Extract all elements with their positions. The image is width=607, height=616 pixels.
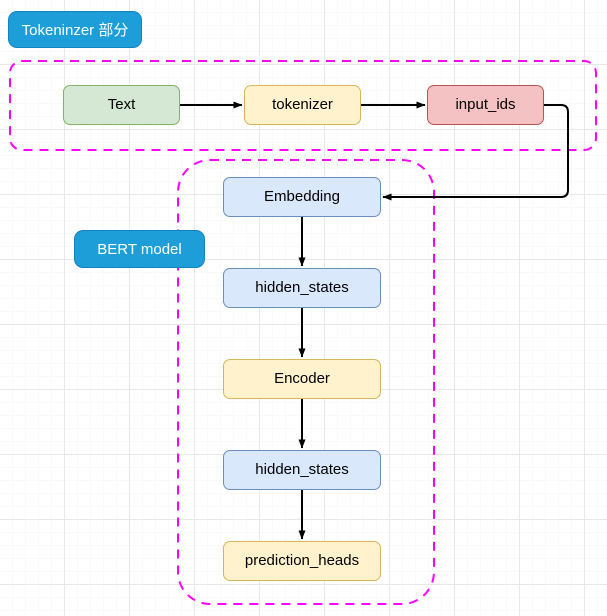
node-input-ids-label: input_ids (455, 95, 516, 113)
node-text[interactable]: Text (63, 85, 180, 125)
node-embedding-label: Embedding (264, 187, 340, 205)
node-hidden-states-2[interactable]: hidden_states (223, 450, 381, 490)
node-hidden-states-1-label: hidden_states (255, 278, 349, 296)
node-prediction-heads[interactable]: prediction_heads (223, 541, 381, 581)
badge-tokenizer-section[interactable]: Tokeninzer 部分 (8, 11, 142, 48)
badge-bert-label: BERT model (97, 240, 182, 258)
node-encoder[interactable]: Encoder (223, 359, 381, 399)
node-tokenizer-label: tokenizer (272, 95, 333, 113)
node-hidden-states-1[interactable]: hidden_states (223, 268, 381, 308)
node-hidden-states-2-label: hidden_states (255, 460, 349, 478)
node-tokenizer[interactable]: tokenizer (244, 85, 361, 125)
node-prediction-heads-label: prediction_heads (244, 551, 360, 569)
node-encoder-label: Encoder (274, 369, 330, 387)
node-text-label: Text (107, 95, 136, 113)
node-embedding[interactable]: Embedding (223, 177, 381, 217)
badge-tokenizer-label: Tokeninzer 部分 (21, 22, 129, 39)
badge-bert-model[interactable]: BERT model (74, 230, 205, 268)
node-input-ids[interactable]: input_ids (427, 85, 544, 125)
